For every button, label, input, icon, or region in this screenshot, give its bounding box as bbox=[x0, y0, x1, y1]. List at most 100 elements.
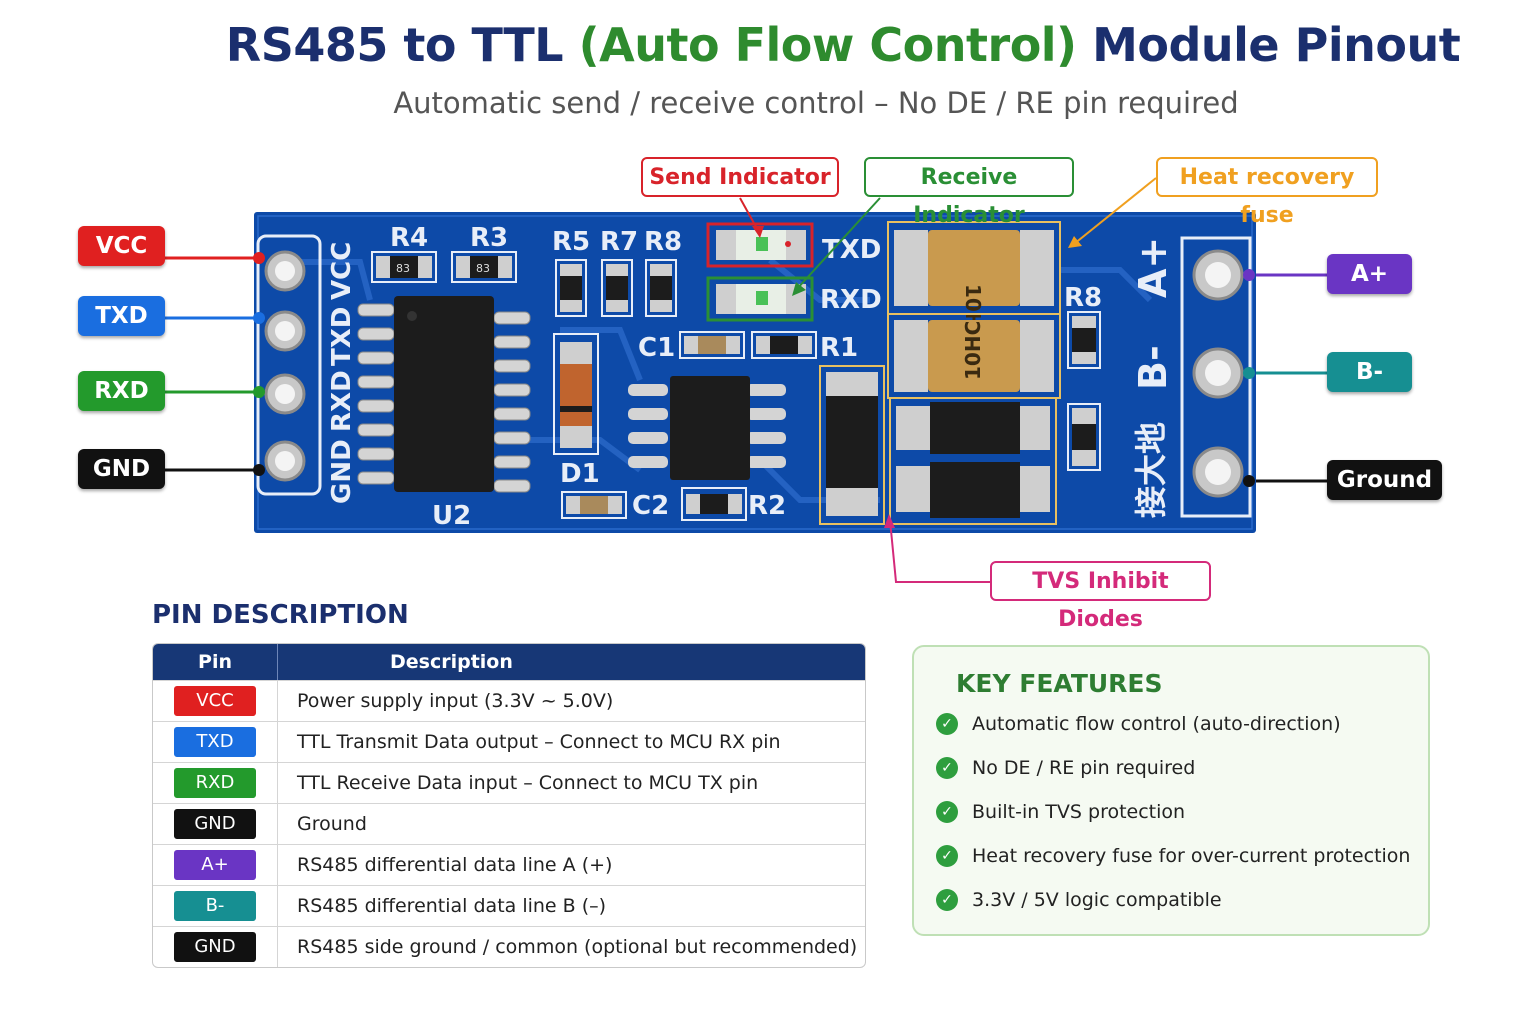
silk-u2: U2 bbox=[432, 501, 471, 531]
silk-r5: R5 bbox=[552, 227, 590, 257]
resistor-r4: 83 bbox=[371, 251, 437, 283]
tag-rxd: RXD bbox=[78, 371, 165, 411]
fuse-2: 10HC bbox=[887, 313, 1061, 399]
feature-item: ✓ Built-in TVS protection bbox=[936, 801, 1185, 823]
silk-txd: TXD bbox=[327, 307, 357, 366]
table-row: A+ RS485 differential data line A (+) bbox=[153, 844, 865, 885]
table-row: VCC Power supply input (3.3V ~ 5.0V) bbox=[153, 680, 865, 721]
feature-text: 3.3V / 5V logic compatible bbox=[972, 889, 1222, 911]
feature-text: No DE / RE pin required bbox=[972, 757, 1196, 779]
tag-a-plus: A+ bbox=[1327, 254, 1412, 294]
tag-b-minus: B- bbox=[1327, 352, 1412, 392]
pin-description-text: Power supply input (3.3V ~ 5.0V) bbox=[297, 690, 614, 712]
resistor-r2 bbox=[681, 487, 747, 521]
pin-description-text: RS485 side ground / common (optional but… bbox=[297, 936, 858, 958]
silk-r4: R4 bbox=[390, 223, 428, 253]
left-header-pins bbox=[264, 250, 306, 482]
svg-text:83: 83 bbox=[396, 262, 410, 275]
silk-b-minus: B- bbox=[1131, 345, 1175, 390]
feature-text: Heat recovery fuse for over-current prot… bbox=[972, 845, 1411, 867]
feature-text: Automatic flow control (auto-direction) bbox=[972, 713, 1341, 735]
send-led bbox=[706, 222, 814, 268]
pin-description-text: RS485 differential data line B (–) bbox=[297, 895, 607, 917]
silk-r3: R3 bbox=[470, 223, 508, 253]
table-row: GND Ground bbox=[153, 803, 865, 844]
capacitor-c1 bbox=[679, 331, 745, 359]
pin-badge: RXD bbox=[174, 768, 256, 798]
pin-description-text: TTL Receive Data input – Connect to MCU … bbox=[297, 772, 759, 794]
silk-rxd-led: RXD bbox=[820, 285, 882, 315]
pin-badge: GND bbox=[174, 932, 256, 962]
silk-earth-label: 接大地 bbox=[1132, 422, 1170, 518]
feature-text: Built-in TVS protection bbox=[972, 801, 1186, 823]
pcb-traces bbox=[300, 257, 1153, 503]
feature-item: ✓ 3.3V / 5V logic compatible bbox=[936, 889, 1222, 911]
table-row: TXD TTL Transmit Data output – Connect to… bbox=[153, 721, 865, 762]
silk-gnd: GND bbox=[327, 439, 357, 504]
resistor-r1 bbox=[751, 331, 817, 359]
silk-c2: C2 bbox=[632, 491, 669, 521]
check-icon: ✓ bbox=[936, 757, 958, 779]
silk-txd-led: TXD bbox=[822, 235, 881, 265]
tag-ground: Ground bbox=[1327, 460, 1442, 500]
pin-description-text: TTL Transmit Data output – Connect to MC… bbox=[297, 731, 781, 753]
title-part-1: RS485 to TTL bbox=[225, 18, 579, 72]
pin-badge: B- bbox=[174, 891, 256, 921]
title-part-2: (Auto Flow Control) bbox=[578, 18, 1077, 72]
receive-led bbox=[706, 276, 814, 322]
tag-gnd: GND bbox=[78, 449, 165, 489]
feature-item: ✓ Automatic flow control (auto-direction) bbox=[936, 713, 1341, 735]
resistor-right-2 bbox=[1067, 403, 1101, 471]
pin-description-text: Ground bbox=[297, 813, 367, 835]
callout-receive-indicator: Receive Indicator bbox=[864, 157, 1074, 228]
pin-description-text: RS485 differential data line A (+) bbox=[297, 854, 613, 876]
pin-description-table: Pin Description VCC Power supply input (3… bbox=[152, 643, 866, 968]
svg-text:10HC: 10HC bbox=[961, 321, 985, 380]
tag-vcc: VCC bbox=[78, 226, 165, 266]
callout-tvs-diodes: TVS Inhibit Diodes bbox=[990, 561, 1211, 632]
silk-r8: R8 bbox=[644, 227, 682, 257]
title-part-3: Module Pinout bbox=[1076, 18, 1461, 72]
pin-badge: TXD bbox=[174, 727, 256, 757]
callout-pointers bbox=[739, 177, 1157, 583]
silk-vcc: VCC bbox=[327, 242, 357, 300]
callout-send-indicator: Send Indicator bbox=[641, 157, 839, 197]
header-pin: Pin bbox=[153, 644, 278, 680]
pin-badge: VCC bbox=[174, 686, 256, 716]
right-leader-lines bbox=[1248, 273, 1328, 483]
key-features-title: KEY FEATURES bbox=[956, 669, 1163, 698]
soic8-chip bbox=[628, 376, 786, 480]
table-row: RXD TTL Receive Data input – Connect to M… bbox=[153, 762, 865, 803]
key-features-panel: KEY FEATURES ✓ Automatic flow control (au… bbox=[912, 645, 1430, 936]
tvs-diodes bbox=[819, 365, 1057, 525]
diode-d1 bbox=[553, 333, 599, 455]
table-row: GND RS485 side ground / common (optional … bbox=[153, 926, 865, 967]
pin-badge: A+ bbox=[174, 850, 256, 880]
feature-item: ✓ Heat recovery fuse for over-current pro… bbox=[936, 845, 1410, 867]
callout-heat-recovery-fuse: Heat recovery fuse bbox=[1156, 157, 1378, 228]
silk-r2: R2 bbox=[748, 491, 786, 521]
silk-rxd: RXD bbox=[327, 370, 357, 432]
check-icon: ✓ bbox=[936, 889, 958, 911]
resistor-r3: 83 bbox=[451, 251, 517, 283]
silk-r8-right: R8 bbox=[1064, 283, 1102, 313]
resistors-r5-r7-r8 bbox=[555, 259, 677, 317]
header-description: Description bbox=[390, 651, 513, 673]
silk-r7: R7 bbox=[600, 227, 638, 257]
check-icon: ✓ bbox=[936, 845, 958, 867]
svg-text:83: 83 bbox=[476, 262, 490, 275]
silk-c1: C1 bbox=[638, 333, 675, 363]
page-title: RS485 to TTL (Auto Flow Control) Module … bbox=[0, 18, 1536, 72]
silk-a-plus: A+ bbox=[1131, 237, 1175, 298]
tag-txd: TXD bbox=[78, 296, 165, 336]
pin-description-title: PIN DESCRIPTION bbox=[152, 600, 409, 630]
check-icon: ✓ bbox=[936, 713, 958, 735]
table-row: B- RS485 differential data line B (–) bbox=[153, 885, 865, 926]
resistor-r8-right bbox=[1067, 311, 1101, 369]
check-icon: ✓ bbox=[936, 801, 958, 823]
pin-badge: GND bbox=[174, 809, 256, 839]
capacitor-c2 bbox=[561, 491, 627, 519]
silk-r1: R1 bbox=[820, 333, 858, 363]
feature-item: ✓ No DE / RE pin required bbox=[936, 757, 1195, 779]
